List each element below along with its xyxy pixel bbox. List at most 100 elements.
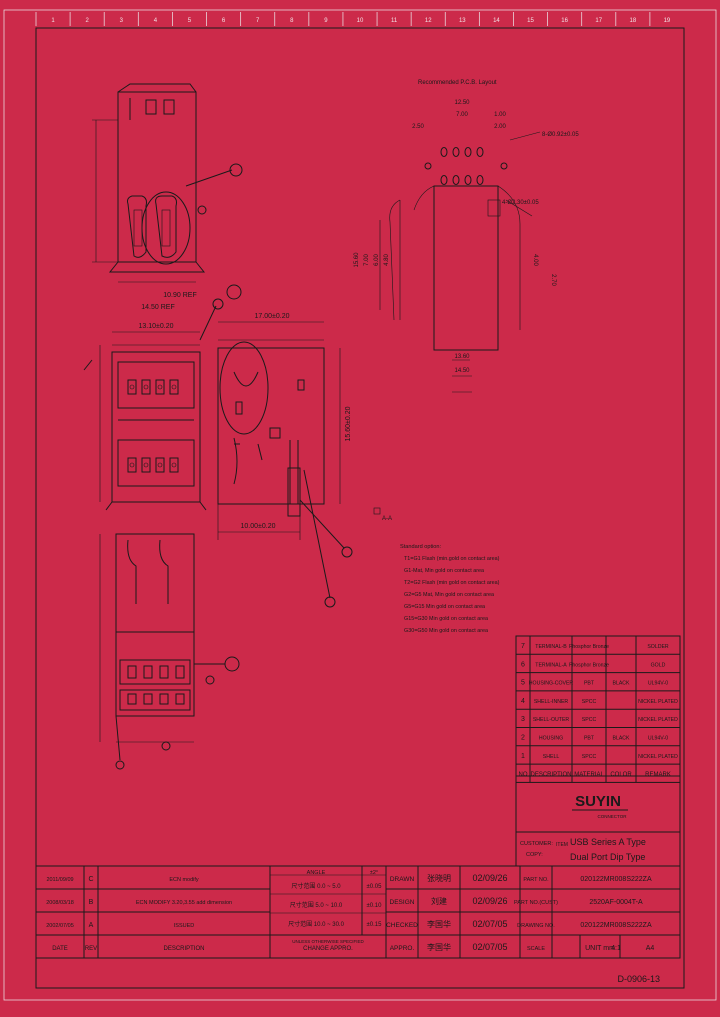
revision-desc: ECN modify [169,877,199,883]
bom-cell: NICKEL PLATED [638,699,678,705]
bom-cell: SHELL-INNER [534,699,569,705]
pcb-hole [440,175,448,185]
pcb-hole-label-2: 4-Ø2.30±0.05 [502,200,539,206]
copy-label: COPY: [526,852,543,858]
title-block-cell: CHECKED [386,922,418,929]
title-block-cell: 020122MR008S222ZA [580,876,652,883]
ruler-label: 5 [188,18,192,24]
rear-pin [127,693,137,705]
bom-header: REMARK [645,772,671,778]
bom-cell: SPCC [582,717,597,723]
title-block-cell: 02/07/05 [472,942,507,952]
bom-cell: SHELL [543,754,560,760]
title-block-cell: DRAWING NO. [517,923,555,929]
bom-cell: GOLD [651,662,666,668]
title-block-cell: DESIGN [390,899,415,906]
bom-cell: SPCC [582,754,597,760]
notes: Standard option: T1=G1 Flash (min.gold o… [400,544,500,634]
title-block-cell: 张晓明 [427,873,451,883]
height-dimension: 4.80 [384,254,390,266]
bom-cell: 2 [521,735,525,742]
revision-desc: ECN MODIFY 3.20,3.55 add dimension [136,900,232,906]
height-dimension: 6.00 [374,254,380,266]
height-dimension: 7.00 [364,254,370,266]
ruler-label: 15 [527,18,534,24]
pcb-hole [452,147,460,157]
contact-pin [155,457,165,473]
note-item: G1-Mat, Min gold on contact area [404,568,484,574]
top-view: 10.90 REF 14.50 REF [92,83,243,311]
bom-cell: 6 [521,661,525,668]
tolerance-range: 尺寸范围 0.0 ~ 5.0 [291,882,341,890]
pcb-dimension: 4.00 [532,254,538,266]
pcb-dimension: 2.70 [550,274,556,286]
rear-pin [143,665,153,679]
brand-logo: SUYIN [575,793,621,810]
ruler-label: 11 [391,18,398,24]
bom-cell: BLACK [612,681,630,687]
pcb-dimension: 13.60 [454,354,470,360]
tolerance-value: ±0.05 [367,884,383,890]
title-line-1: USB Series A Type [570,837,646,847]
bom-cell: 4 [521,698,525,705]
rear-view [99,533,240,770]
bom-cell: SPCC [582,699,597,705]
pcb-hole [440,147,448,157]
revision-ver: A [89,922,94,929]
revision-date: 2002/07/05 [46,923,74,929]
dim-top-width: 13.10±0.20 [139,323,174,330]
bom-cell: TERMINAL-A [535,662,567,668]
pcb-dimension: 14.50 [454,368,470,374]
pcb-dimension: 2.00 [494,124,506,130]
ruler-label: 7 [256,18,260,24]
tolerance-value: ±0.15 [367,922,383,928]
contact-pin [169,457,179,473]
bom-header: MATERIAL [574,772,604,778]
ruler-label: 3 [120,18,124,24]
rear-pin [143,693,153,705]
dim-side-length: 17.00±0.20 [255,313,290,320]
bom-cell: PBT [584,681,595,687]
ruler-label: 16 [561,18,568,24]
note-item: T2=G2 Flash (min gold on contact area) [404,580,500,586]
ruler-label: 1 [51,18,55,24]
note-item: G5=G15 Min gold on contact area [404,604,485,610]
bom-header: DESCRIPTION [530,772,571,778]
bom-cell: UL94V-0 [648,681,668,687]
contact-pin [127,379,137,395]
customer-value: ITEM [556,842,568,848]
revision-desc: ISSUED [174,923,195,929]
tolerance-note: UNLESS OTHERWISE SPECIFIED [292,939,364,944]
bom-cell: NICKEL PLATED [638,754,678,760]
ruler-label: 2 [85,18,89,24]
note-item: G30=G50 Min gold on contact area [404,628,488,634]
revision-date: 2008/03/18 [46,900,74,906]
ruler-label: 12 [425,18,432,24]
contact-pin [141,379,151,395]
dim-side-height: 15.60±0.20 [345,406,352,441]
contact-pin [169,379,179,395]
pcb-hole [476,175,484,185]
pcb-hole [452,175,460,185]
pcb-layout: Recommended P.C.B. Layout 8-Ø0.92±0.05 4… [354,80,579,393]
drawing-border [35,27,685,989]
unit-label: UNIT mm [585,945,615,952]
contact-pin [155,379,165,395]
dim-bottom-length: 10.00±0.20 [241,523,276,530]
revision-header: DESCRIPTION [163,946,204,952]
ruler-label: 14 [493,18,500,24]
customer-label: CUSTOMER: [520,841,553,847]
bom-cell: SOLDER [647,644,669,650]
revision-header: DATE [52,946,68,952]
title-block-cell: DRAWN [390,876,415,883]
dim-label-a: 10.90 REF [163,292,196,299]
tolerance-range: 尺寸范围 5.0 ~ 10.0 [290,901,343,909]
bom-cell: HOUSING [539,736,563,742]
ruler-label: 19 [664,18,671,24]
pcb-hole [464,175,472,185]
sheet-size: A4 [646,945,655,952]
ruler-label: 13 [459,18,466,24]
